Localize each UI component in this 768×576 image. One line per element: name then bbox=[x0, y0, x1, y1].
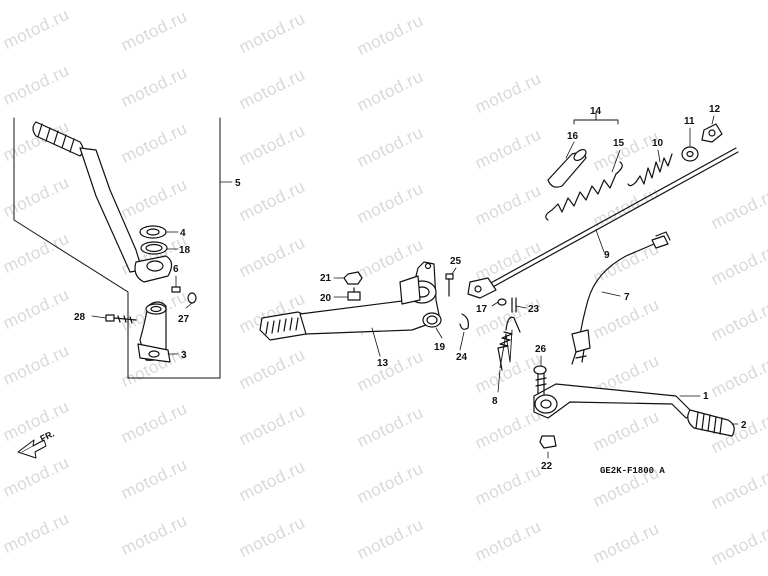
callout-28: 28 bbox=[74, 312, 86, 323]
callout-12: 12 bbox=[709, 104, 721, 115]
collar-11 bbox=[681, 146, 699, 162]
nut-27 bbox=[187, 292, 197, 304]
switch-body bbox=[571, 329, 591, 353]
callout-14: 14 bbox=[590, 106, 602, 117]
callout-16: 16 bbox=[567, 131, 579, 142]
kick-boss bbox=[134, 255, 173, 283]
brake-rod-assembly bbox=[467, 111, 739, 393]
bolt-26 bbox=[533, 365, 547, 395]
callouts: 4 18 5 6 27 28 3 21 20 13 19 24 25 17 23… bbox=[38, 104, 747, 476]
nut-12 bbox=[701, 123, 723, 143]
callout-10: 10 bbox=[652, 138, 664, 149]
callout-17: 17 bbox=[476, 304, 488, 315]
callout-15: 15 bbox=[613, 138, 625, 149]
front-arrow-label: FR. bbox=[38, 428, 55, 443]
gearshift-pedal bbox=[533, 355, 739, 459]
callout-22: 22 bbox=[541, 461, 553, 472]
brake-rod-9 bbox=[477, 147, 737, 291]
callout-23: 23 bbox=[528, 304, 540, 315]
callout-13: 13 bbox=[377, 358, 389, 369]
diagram-code: GE2K-F1800 A bbox=[600, 466, 665, 476]
callout-19: 19 bbox=[434, 342, 446, 353]
pin-17 bbox=[497, 298, 507, 306]
nut-21 bbox=[343, 271, 363, 285]
callout-7: 7 bbox=[624, 292, 630, 303]
kick-arm bbox=[79, 147, 143, 273]
callout-4: 4 bbox=[180, 228, 186, 239]
kick-shaft-3 bbox=[137, 301, 171, 363]
bolt-28 bbox=[105, 314, 137, 324]
callout-2: 2 bbox=[741, 420, 747, 431]
callout-3: 3 bbox=[181, 350, 187, 361]
callout-26: 26 bbox=[535, 344, 547, 355]
callout-5: 5 bbox=[235, 178, 241, 189]
callout-25: 25 bbox=[450, 256, 462, 267]
spring-8 bbox=[497, 331, 513, 371]
callout-21: 21 bbox=[320, 273, 332, 284]
callout-1: 1 bbox=[703, 391, 709, 402]
seal-19 bbox=[422, 312, 442, 328]
bolt-25 bbox=[445, 273, 454, 297]
pin-23 bbox=[511, 297, 517, 313]
spring-10 bbox=[635, 153, 673, 185]
bolt-20 bbox=[347, 287, 361, 301]
callout-6: 6 bbox=[173, 264, 179, 275]
switch-wire bbox=[579, 243, 655, 337]
callout-8: 8 bbox=[492, 396, 498, 407]
kick-grip bbox=[32, 121, 84, 157]
spring-15 bbox=[551, 173, 617, 213]
stop-switch-7 bbox=[571, 231, 671, 365]
kick-arm-assembly bbox=[13, 117, 233, 379]
sleeve-16 bbox=[547, 148, 587, 188]
rod-clevis bbox=[467, 277, 497, 299]
callout-9: 9 bbox=[604, 250, 610, 261]
brake-pedal-assembly bbox=[259, 261, 469, 357]
clip-18 bbox=[140, 241, 168, 255]
shift-rubber-2 bbox=[687, 409, 735, 437]
pin-6 bbox=[171, 286, 181, 293]
nut-22 bbox=[539, 435, 557, 449]
group-frame bbox=[13, 117, 221, 379]
callout-20: 20 bbox=[320, 293, 332, 304]
callout-18: 18 bbox=[179, 245, 191, 256]
shift-arm bbox=[533, 383, 695, 419]
callout-24: 24 bbox=[456, 352, 468, 363]
washer-4 bbox=[139, 225, 167, 239]
callout-11: 11 bbox=[684, 116, 695, 127]
front-arrow bbox=[17, 439, 47, 459]
callout-27: 27 bbox=[178, 314, 190, 325]
clip-24 bbox=[459, 313, 469, 330]
